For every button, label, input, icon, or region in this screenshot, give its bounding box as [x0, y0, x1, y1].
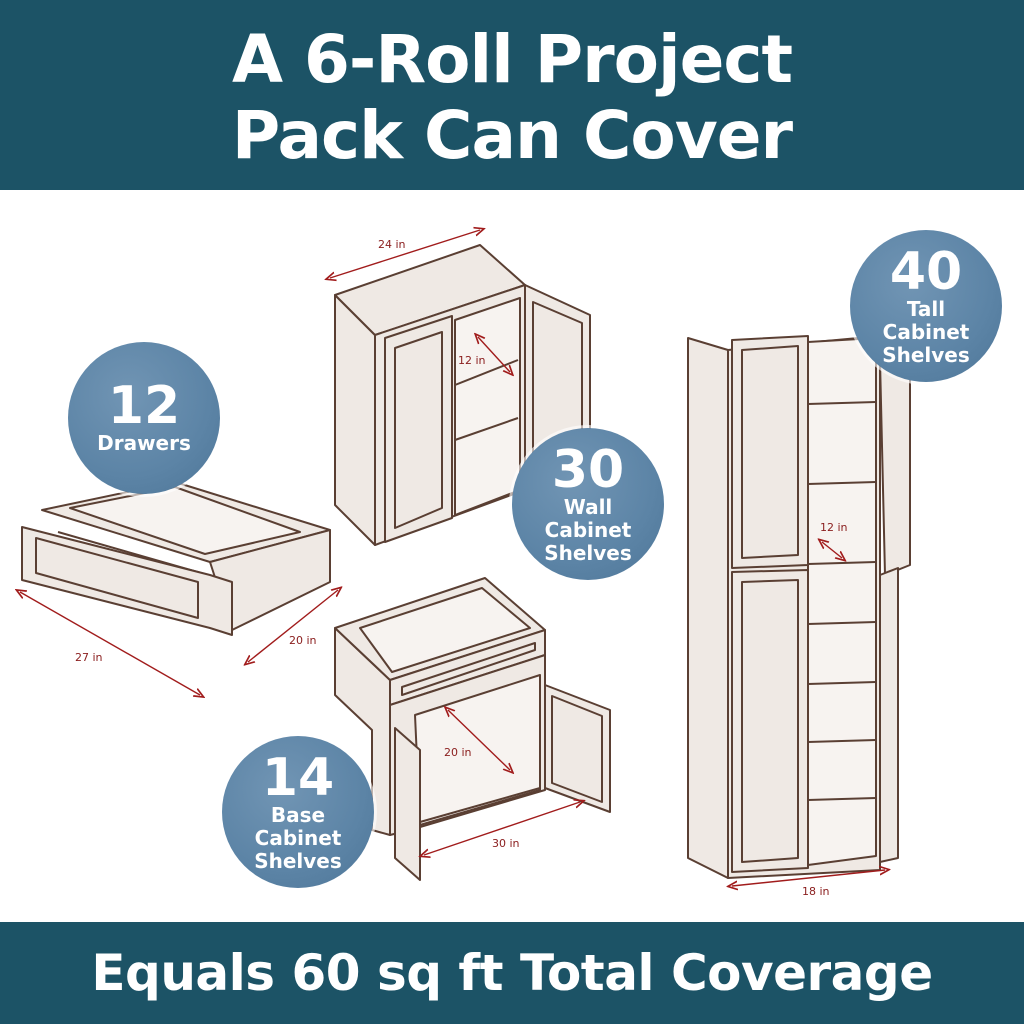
wall-shelves-badge: 30 Wall Cabinet Shelves	[512, 428, 664, 580]
drawers-count: 12	[107, 376, 181, 436]
tall-shelves-label-2: Cabinet	[882, 320, 970, 344]
cabinet-illustrations: 24 in 12 in 27 in 20 in 20 in 30 in 12 i…	[0, 190, 911, 898]
base-cabinet-drawing	[334, 577, 611, 881]
dim-base-depth: 20 in	[444, 746, 472, 759]
base-shelves-label-1: Base	[270, 803, 326, 827]
drawers-label: Drawers	[97, 431, 191, 455]
tall-shelves-count: 40	[889, 242, 963, 302]
base-shelves-badge: 14 Base Cabinet Shelves	[222, 736, 374, 888]
tall-shelves-label-3: Shelves	[882, 343, 970, 367]
header-title-line2: Pack Can Cover	[231, 97, 793, 174]
wall-shelves-count: 30	[551, 440, 625, 500]
base-shelves-count: 14	[261, 748, 335, 808]
dim-drawer-width: 27 in	[75, 651, 103, 664]
dim-drawer-depth: 20 in	[289, 634, 317, 647]
tall-cabinet-drawing	[687, 335, 911, 879]
dim-tall-width: 18 in	[802, 885, 830, 898]
header-title-line1: A 6-Roll Project	[231, 21, 793, 98]
wall-shelves-label-2: Cabinet	[544, 518, 632, 542]
dim-base-width: 30 in	[492, 837, 520, 850]
dim-wall-depth: 12 in	[458, 354, 486, 367]
base-shelves-label-3: Shelves	[254, 849, 342, 873]
tall-shelves-badge: 40 Tall Cabinet Shelves	[850, 230, 1002, 382]
drawer-drawing	[21, 481, 331, 636]
header-banner: A 6-Roll Project Pack Can Cover	[0, 0, 1024, 190]
dim-tall-depth: 12 in	[820, 521, 848, 534]
footer-banner: Equals 60 sq ft Total Coverage	[0, 922, 1024, 1024]
dim-wall-width: 24 in	[378, 238, 406, 251]
footer-text: Equals 60 sq ft Total Coverage	[91, 944, 933, 1002]
base-shelves-label-2: Cabinet	[254, 826, 342, 850]
drawers-badge: 12 Drawers	[68, 342, 220, 494]
tall-shelves-label-1: Tall	[906, 297, 946, 321]
wall-shelves-label-1: Wall	[563, 495, 613, 519]
wall-shelves-label-3: Shelves	[544, 541, 632, 565]
